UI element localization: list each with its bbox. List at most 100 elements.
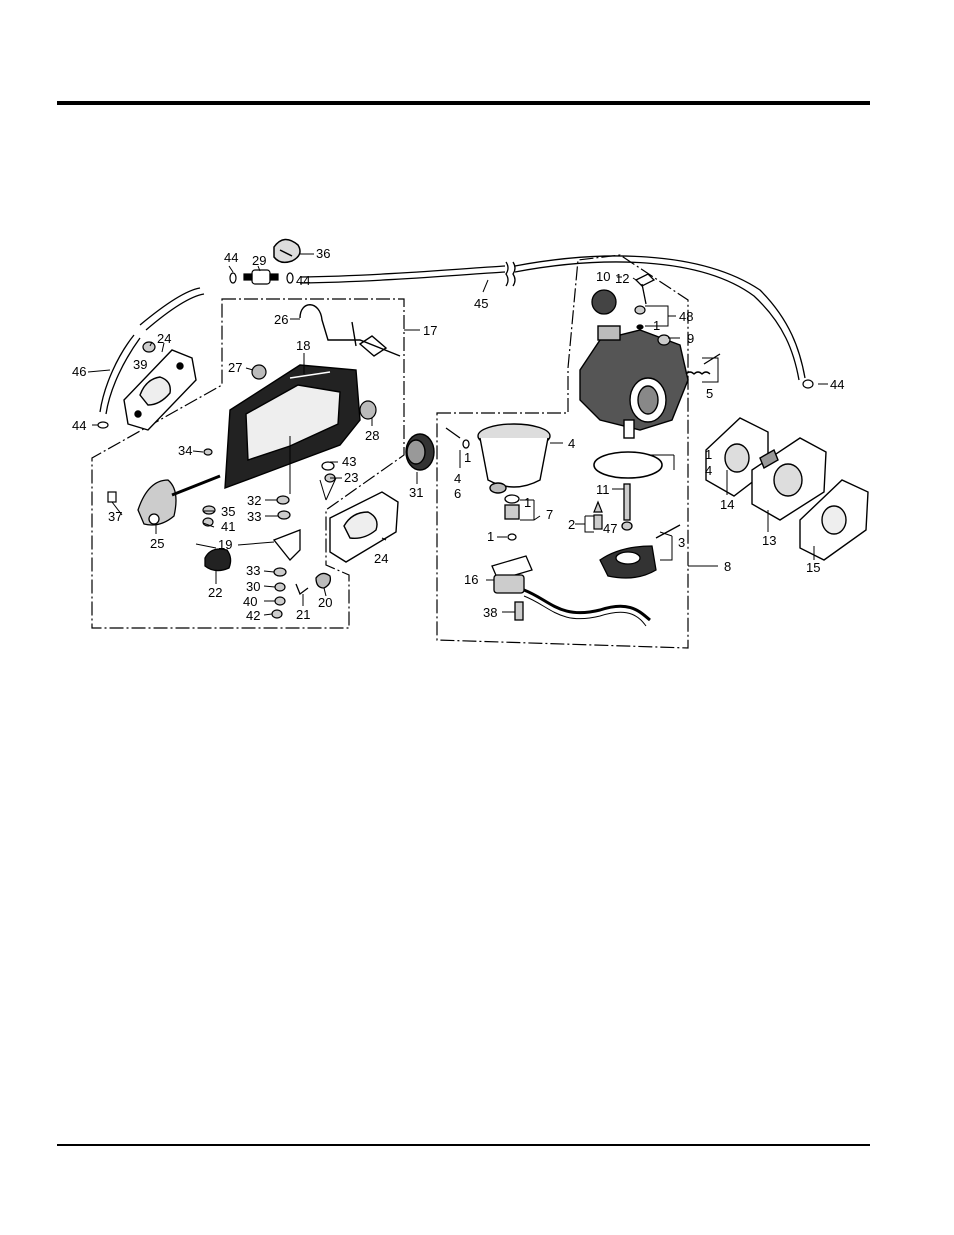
cap-10 <box>592 290 616 314</box>
screw-12 <box>636 274 654 304</box>
label-42: 42 <box>246 608 260 623</box>
washer-34 <box>204 449 212 455</box>
label-7: 7 <box>546 507 553 522</box>
label-16: 16 <box>464 572 478 587</box>
label-44a: 44 <box>224 250 238 265</box>
fuel-tube-45 <box>300 256 805 380</box>
label-44b: 44 <box>296 273 310 288</box>
label-1c: 1 <box>487 529 494 544</box>
label-38: 38 <box>483 605 497 620</box>
spring-21 <box>296 584 308 594</box>
label-11: 11 <box>596 482 610 497</box>
label-3: 3 <box>678 535 685 550</box>
washer-35 <box>203 506 215 514</box>
nut-39 <box>143 342 155 352</box>
throttle-lever-22 <box>205 549 231 571</box>
label-35: 35 <box>221 504 235 519</box>
label-27: 27 <box>228 360 242 375</box>
label-26: 26 <box>274 312 288 327</box>
label-33b: 33 <box>246 563 260 578</box>
spring-28 <box>360 401 376 419</box>
label-13: 13 <box>762 533 776 548</box>
label-2: 2 <box>568 517 575 532</box>
label-4a: 4 <box>568 436 575 451</box>
screw-6 <box>446 428 469 448</box>
washer-30 <box>275 583 285 591</box>
label-9: 9 <box>687 331 694 346</box>
label-32: 32 <box>247 493 261 508</box>
float-3 <box>600 546 656 578</box>
label-45: 45 <box>474 296 488 311</box>
label-39: 39 <box>133 357 147 372</box>
label-1e: 1 <box>653 318 660 333</box>
clip-43 <box>322 462 334 470</box>
label-25: 25 <box>150 536 164 551</box>
screw-38 <box>515 602 523 620</box>
label-47: 47 <box>603 521 617 536</box>
label-22: 22 <box>208 585 222 600</box>
label-14: 14 <box>720 497 734 512</box>
label-1d: 1 <box>705 447 712 462</box>
label-21: 21 <box>296 607 310 622</box>
bracket-19 <box>274 530 300 560</box>
label-41: 41 <box>221 519 235 534</box>
label-17: 17 <box>423 323 437 338</box>
label-1a: 1 <box>464 450 471 465</box>
drain-bolt-7 <box>505 495 519 540</box>
label-36: 36 <box>316 246 330 261</box>
label-48: 48 <box>679 309 693 324</box>
spring-27 <box>252 365 266 379</box>
washer-33b <box>274 568 286 576</box>
label-15: 15 <box>806 560 820 575</box>
needle-valve-11 <box>622 484 632 530</box>
jets-2-47 <box>594 502 602 529</box>
label-29: 29 <box>252 253 266 268</box>
label-1b: 1 <box>524 495 531 510</box>
washer-40 <box>275 597 285 605</box>
label-6: 6 <box>454 486 461 501</box>
label-10: 10 <box>596 269 610 284</box>
lever-20 <box>316 573 330 588</box>
screw-37 <box>108 492 116 502</box>
float-pin <box>656 525 680 538</box>
label-5: 5 <box>706 386 713 401</box>
air-guide-18 <box>225 365 360 488</box>
label-44d: 44 <box>830 377 844 392</box>
washer-33a <box>278 511 290 519</box>
o-ring <box>594 452 662 478</box>
label-23: 23 <box>344 470 358 485</box>
label-34: 34 <box>178 443 192 458</box>
washer-32 <box>277 496 289 504</box>
label-40: 40 <box>243 594 257 609</box>
label-31: 31 <box>409 485 423 500</box>
label-18: 18 <box>296 338 310 353</box>
label-33a: 33 <box>247 509 261 524</box>
label-46: 46 <box>72 364 86 379</box>
spring-screw-5 <box>686 354 720 374</box>
label-43: 43 <box>342 454 356 469</box>
insulator-31 <box>406 434 434 470</box>
hose-clip-44-right <box>803 380 813 388</box>
label-24a: 24 <box>157 331 171 346</box>
label-28: 28 <box>365 428 379 443</box>
label-20: 20 <box>318 595 332 610</box>
label-30: 30 <box>246 579 260 594</box>
label-37: 37 <box>108 509 122 524</box>
label-44c: 44 <box>72 418 86 433</box>
carburetor-body <box>580 326 688 438</box>
label-12: 12 <box>615 271 629 286</box>
label-19: 19 <box>218 537 232 552</box>
label-4c: 4 <box>705 463 712 478</box>
fuel-filter-29 <box>244 270 278 284</box>
nut-42 <box>272 610 282 618</box>
hose-clip-44-left <box>98 422 108 428</box>
label-24b: 24 <box>374 551 388 566</box>
label-8: 8 <box>724 559 731 574</box>
tube-clamp-36 <box>274 239 300 262</box>
right-group-boundary <box>437 255 688 648</box>
label-4b: 4 <box>454 471 461 486</box>
float-chamber-4 <box>478 424 550 493</box>
leader-lines <box>88 254 828 615</box>
choke-rod-26 <box>300 305 400 356</box>
